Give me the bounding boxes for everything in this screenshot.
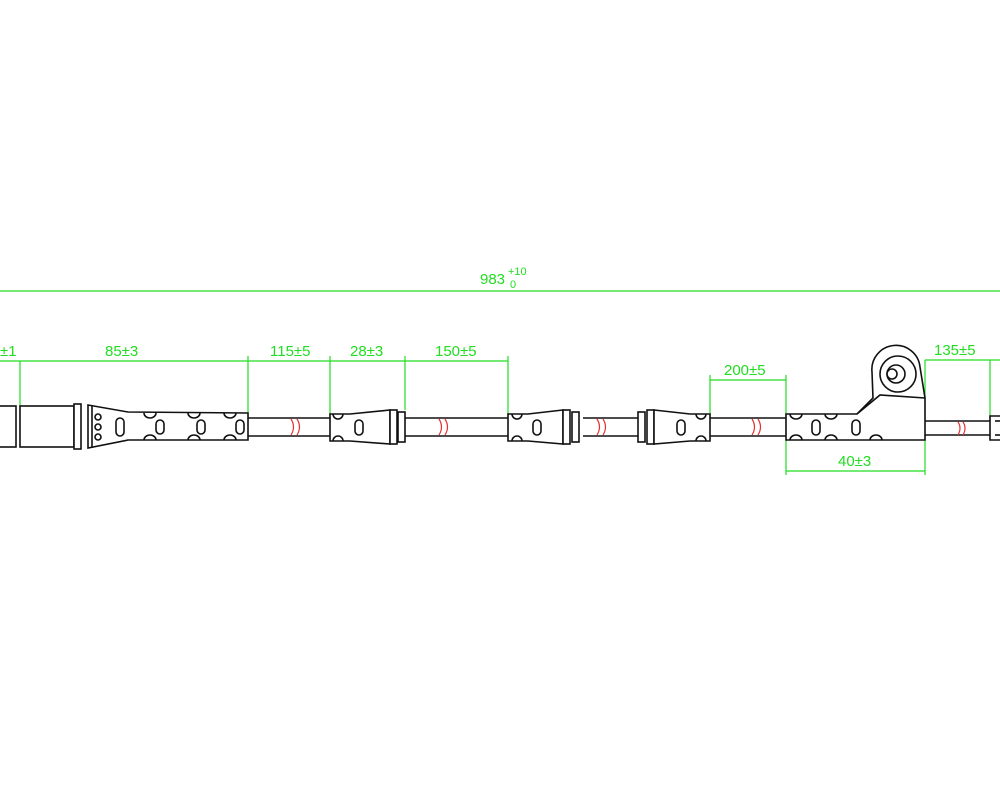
dim-label-40: 40±3 [838, 453, 871, 470]
dim-label-left-partial: ±1 [0, 343, 17, 360]
dimension-chain-upper: ±1 85±3 115±5 28±3 150±5 200±5 40±3 135±… [0, 342, 1000, 475]
dim-label-135: 135±5 [934, 342, 976, 359]
overall-length-tol-upper: +10 [508, 266, 527, 278]
overall-length-value: 983 [480, 271, 505, 288]
dim-label-85: 85±3 [105, 343, 138, 360]
dim-label-150: 150±5 [435, 343, 477, 360]
dim-label-115: 115±5 [270, 343, 311, 360]
dim-label-200: 200±5 [724, 362, 766, 379]
inline-connector-3 [637, 409, 711, 445]
inline-connector-1 [329, 409, 406, 445]
left-plug [0, 403, 249, 450]
cable-end-terminal [989, 415, 1000, 441]
dim-label-28: 28±3 [350, 343, 383, 360]
cable [248, 417, 990, 437]
inline-connector-2 [507, 409, 580, 445]
overall-length-tol-lower: 0 [510, 279, 516, 291]
overall-length-dimension: 983 +10 0 [0, 266, 1000, 292]
sensor-head [785, 344, 926, 441]
break-marks [290, 418, 966, 436]
